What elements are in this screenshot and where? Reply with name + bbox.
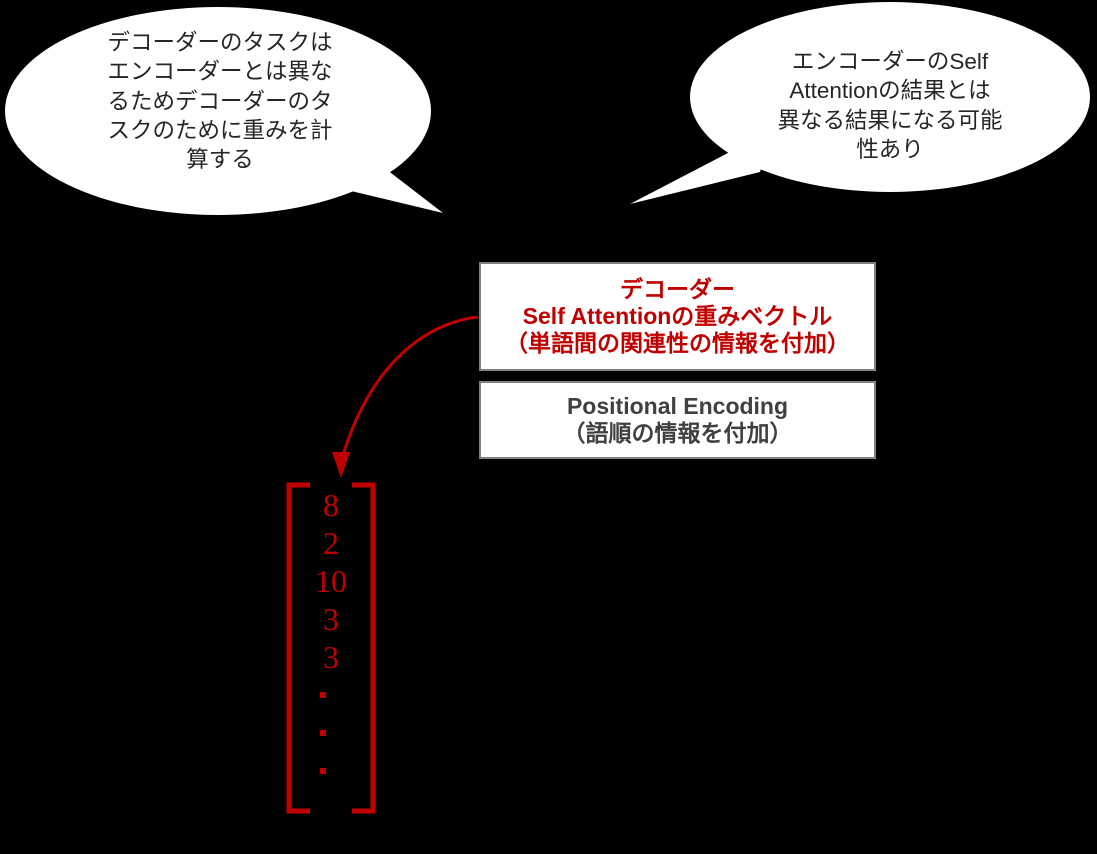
- left-callout-text: デコーダーのタスクは エンコーダーとは異な るためデコーダーのタ スクのために重…: [107, 30, 333, 172]
- self-attention-box-line-3: （単語間の関連性の情報を付加）: [505, 329, 850, 356]
- self-attention-to-vector-arrow-shape: [332, 315, 479, 478]
- self-attention-box-line-2: Self Attentionの重みベクトル: [522, 303, 833, 330]
- vector-value: 3: [323, 639, 339, 675]
- vector-value: 3: [323, 601, 339, 637]
- vector-ellipsis-dot: [319, 768, 326, 774]
- decoder-self-attention-box[interactable]: デコーダー Self Attentionの重みベクトル （単語間の関連性の情報を…: [479, 262, 876, 371]
- right-callout-text: エンコーダーのSelf Attentionの結果とは 異なる結果になる可能 性あ…: [777, 49, 1003, 162]
- vector-ellipsis-dot: [319, 730, 326, 736]
- vector-value: 8: [323, 487, 339, 523]
- positional-encoding-box-line-2: （語順の情報を付加）: [562, 420, 793, 446]
- positional-encoding-box-line-1: Positional Encoding: [566, 393, 789, 420]
- vector-value: 2: [323, 525, 339, 561]
- vector-ellipsis-dot: [319, 692, 326, 698]
- self-attention-box-line-1: デコーダー: [620, 276, 735, 303]
- positional-encoding-box[interactable]: Positional Encoding （語順の情報を付加）: [479, 381, 876, 459]
- vector-value: 10: [315, 563, 347, 599]
